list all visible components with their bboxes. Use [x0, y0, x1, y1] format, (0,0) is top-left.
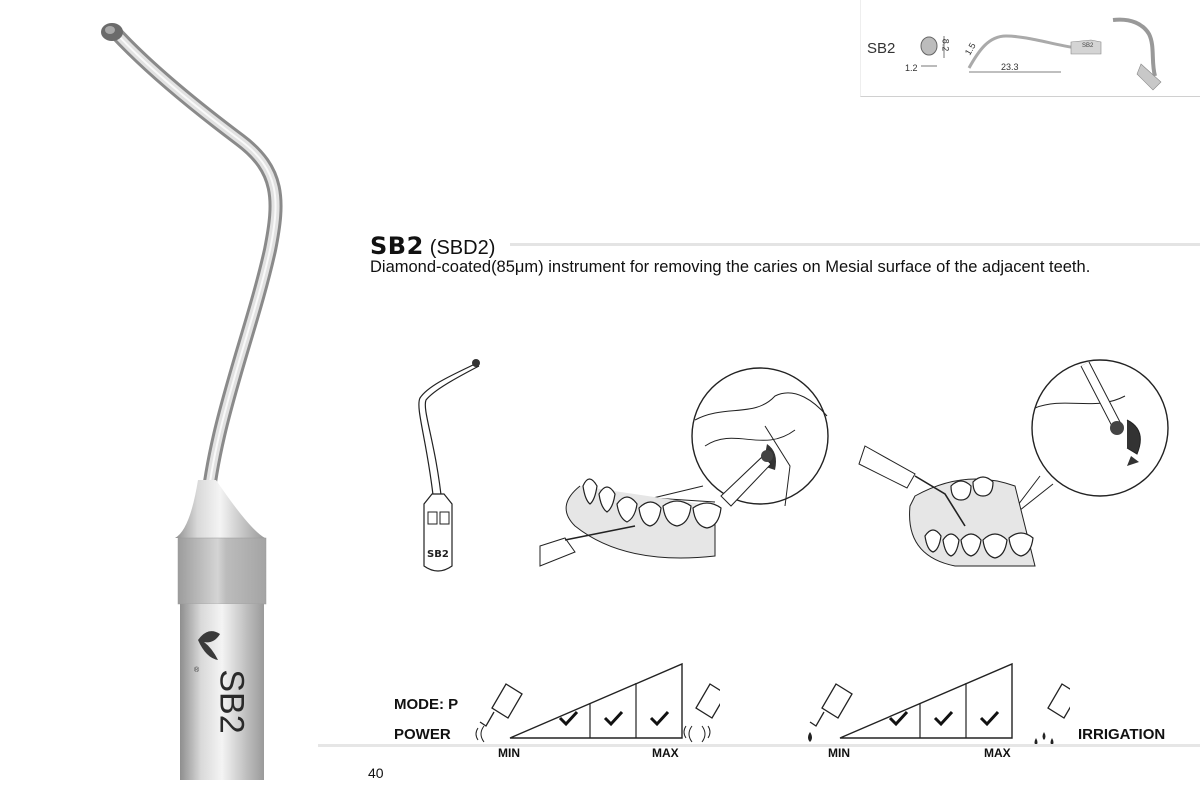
procedure-illustration-lower-jaw	[539, 367, 829, 567]
level-check-icon	[979, 710, 1000, 727]
title-divider	[510, 243, 1200, 246]
irrigation-min-label: MIN	[828, 746, 850, 760]
small-tip-label: SB2	[427, 549, 449, 560]
procedure-illustration-upper-jaw	[858, 359, 1169, 567]
irrigation-level-scale	[808, 662, 1070, 746]
level-check-icon	[888, 710, 909, 727]
level-check-icon	[558, 710, 579, 727]
irrigation-max-label: MAX	[984, 746, 1011, 760]
spec-dim-diameter: 1.2	[905, 63, 918, 73]
water-drop-icon	[808, 732, 812, 742]
level-check-icon	[649, 710, 670, 727]
spec-model-label: SB2	[867, 40, 896, 57]
spec-tip-engraving: SB2	[1082, 43, 1094, 49]
mode-label: MODE: P	[394, 696, 459, 713]
vibration-high-icon	[683, 725, 711, 743]
page-number: 40	[368, 765, 384, 781]
spec-dimension-drawing	[920, 17, 1162, 91]
tip-engraving: SB2	[212, 669, 251, 734]
large-tip-illustration: ®	[101, 23, 283, 780]
power-level-scale	[475, 662, 720, 743]
power-label: POWER	[394, 726, 451, 743]
spec-box: SB2 1.2 8.2 1.5 23.3 SB2	[860, 0, 1200, 97]
handpiece-high-water-icon	[1047, 683, 1070, 719]
spec-dim-length: 23.3	[1001, 62, 1019, 72]
product-description: Diamond-coated(85μm) instrument for remo…	[370, 258, 1091, 276]
water-drops-icon	[1034, 732, 1054, 746]
spec-dim-height: 8.2	[940, 38, 951, 52]
irrigation-label: IRRIGATION	[1078, 726, 1166, 743]
svg-text:®: ®	[194, 666, 200, 674]
vibration-low-icon	[475, 725, 485, 743]
product-alt-name: (SBD2)	[429, 237, 496, 259]
power-min-label: MIN	[498, 746, 520, 760]
product-name: SB2	[370, 232, 424, 260]
power-max-label: MAX	[652, 746, 679, 760]
level-check-icon	[933, 710, 954, 727]
bottom-divider	[318, 744, 1200, 747]
product-title: SB2 (SBD2)	[370, 232, 495, 260]
handpiece-max-icon	[695, 683, 720, 719]
level-check-icon	[603, 710, 624, 727]
small-tip-drawing	[418, 359, 480, 572]
handpiece-low-water-icon	[809, 683, 853, 727]
handpiece-min-icon	[479, 683, 523, 727]
